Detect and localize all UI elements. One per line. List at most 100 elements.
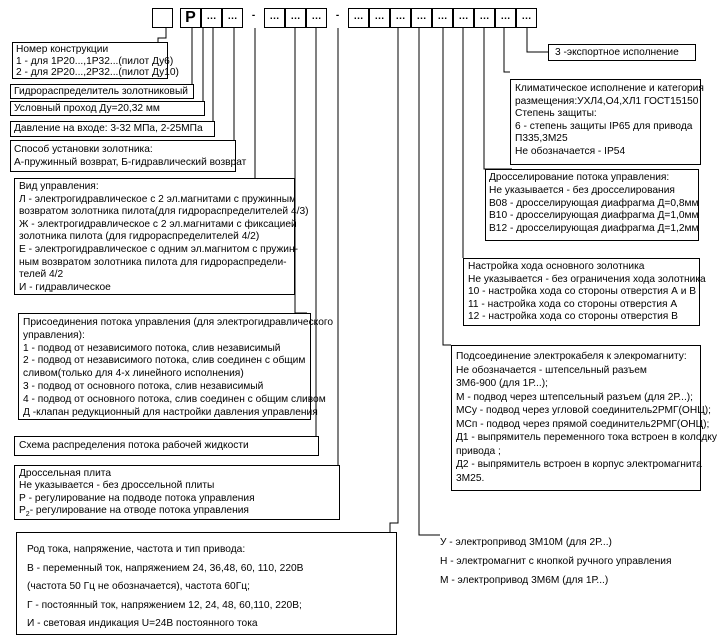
design-title: Номер конструкции — [16, 44, 109, 55]
current-line-2: В - переменный ток, напряжением 24, 36,4… — [27, 562, 304, 574]
scheme-text: Схема распределения потока рабочей жидко… — [19, 440, 249, 451]
code-cell-10: … — [390, 8, 411, 28]
code-cell-12: … — [432, 8, 453, 28]
throttling-line-2: В08 - дросселирующая диафрагма Д=0,8мм — [489, 197, 699, 209]
stroke-line-3: 11 - настройка хода со стороны отверстия… — [468, 298, 678, 310]
connection-title: Присоединения потока управления (для эле… — [23, 317, 334, 328]
box-throttle-plate: Дроссельная плита Не указывается - без д… — [14, 465, 340, 520]
drive-list: У - электропривод 3М10М (для 2Р...) Н - … — [440, 533, 700, 590]
connection-line-7: Д -клапан редукционный для настройки дав… — [23, 406, 318, 418]
control-line-3: Ж - электрогидравлическое с 2 эл.магнита… — [19, 218, 297, 230]
stroke-title: Настройка хода основного золотника — [468, 261, 645, 272]
throttling-line-4: В12 - дросселирующая диафрагма Д=1,2мм — [489, 223, 699, 235]
current-line-1: Род тока, напряжение, частота и тип прив… — [27, 544, 246, 555]
bore-text: Условный проход Ду=20,32 мм — [14, 103, 160, 114]
connection-line-5: 3 - подвод от основного потока, слив нез… — [23, 380, 264, 392]
cable-line-2: 3М6-900 (для 1Р...); — [456, 378, 548, 389]
control-line-2: возвратом золотника пилота(для гидрорасп… — [19, 206, 309, 218]
design-line-1: 1 - для 1Р20...,1Р32...(пилот Ду6) — [16, 55, 174, 67]
pressure-text: Давление на входе: 3-32 МПа, 2-25МПа — [14, 123, 203, 134]
throttle-plate-line-3: Р2- регулирование на отводе потока управ… — [19, 505, 335, 521]
climate-line-3: Степень защиты: — [515, 108, 597, 120]
code-cell-7: … — [306, 8, 327, 28]
code-dash-1: - — [243, 8, 264, 28]
throttle-plate-line-2: Р - регулирование на подводе потока упра… — [19, 492, 255, 504]
valve-type-text: Гидрораспределитель золотниковый — [14, 86, 188, 97]
current-line-5: И - световая индикация U=24В постоянного… — [27, 618, 258, 630]
box-control-connection: Присоединения потока управления (для эле… — [18, 313, 334, 420]
climate-line-1: Климатическое исполнение и категория — [515, 83, 704, 94]
leader-design — [157, 28, 167, 42]
code-cell-4: … — [222, 8, 243, 28]
code-cell-6: … — [285, 8, 306, 28]
control-line-4: золотника пилота (для гидрораспределител… — [19, 231, 260, 243]
box-current-type: Род тока, напряжение, частота и тип прив… — [16, 532, 397, 635]
cable-line-1: Не обозначается - штепсельный разъем — [456, 364, 647, 376]
control-line-5: Е - электрогидравлическое с одним эл.маг… — [19, 243, 298, 255]
code-cell-8: … — [348, 8, 369, 28]
box-export: 3 -экспортное исполнение — [548, 44, 696, 61]
box-pressure: Давление на входе: 3-32 МПа, 2-25МПа — [10, 121, 215, 137]
box-climate: Климатическое исполнение и категория раз… — [510, 79, 704, 165]
code-cell-1 — [152, 8, 173, 28]
throttle-plate-title: Дроссельная плита — [19, 468, 112, 479]
export-text: 3 -экспортное исполнение — [555, 47, 679, 58]
leader-cable — [442, 28, 451, 346]
design-line-2: 2 - для 2Р20...,2Р32...(пилот Ду10) — [16, 67, 179, 78]
leader-connection — [294, 28, 307, 314]
current-line-3: (частота 50 Гц не обозначается), частота… — [27, 581, 250, 593]
stroke-line-4: 12 - настройка хода со стороны отверстия… — [468, 311, 678, 323]
code-cell-16: … — [516, 8, 537, 28]
control-title: Вид управления: — [19, 181, 99, 192]
climate-line-4: 6 - степень защиты IP65 для привода — [515, 120, 693, 132]
cable-line-3: М - подвод через штепсельный разъем (для… — [456, 391, 693, 403]
cable-line-6: Д1 - выпрямитель переменного тока встрое… — [456, 432, 717, 443]
climate-line-2: размещения:УХЛ4,О4,ХЛ1 ГОСТ15150 — [515, 95, 699, 107]
code-cell-14: … — [474, 8, 495, 28]
box-spool-setting: Способ установки золотника: А-пружинный … — [10, 140, 246, 172]
cable-title: Подсоединение электрокабеля к элекромагн… — [456, 351, 687, 362]
stroke-line-2: 10 - настройка хода со стороны отверстия… — [468, 286, 697, 298]
box-valve-type: Гидрораспределитель золотниковый — [10, 84, 194, 99]
throttle-plate-line-3-rest: - регулирование на отводе потока управле… — [29, 505, 249, 517]
connection-line-3: 2 - подвод от независимого потока, слив … — [23, 355, 306, 367]
code-cell-2: Р — [180, 8, 201, 28]
code-cell-9: … — [369, 8, 390, 28]
cable-line-5: МСп - подвод через прямой соединитель2РМ… — [456, 418, 710, 430]
box-cable-connection: Подсоединение электрокабеля к элекромагн… — [451, 345, 717, 491]
control-line-8: И - гидравлическое — [19, 281, 111, 293]
code-cell-13: … — [453, 8, 474, 28]
leader-current — [389, 28, 399, 532]
leader-export — [526, 28, 548, 53]
leader-climate — [503, 28, 510, 73]
drive-line-1: У - электропривод 3М10М (для 2Р...) — [440, 537, 612, 548]
connection-line-4: сливом(только для 4-х линейного исполнен… — [23, 368, 244, 380]
climate-line-5: П335,3М25 — [515, 133, 568, 145]
box-stroke-setting: Настройка хода основного золотника Не ук… — [463, 258, 706, 326]
throttling-line-1: Не указывается - без дросселирования — [489, 184, 675, 196]
current-line-4: Г - постоянный ток, напряжением 12, 24, … — [27, 599, 302, 611]
box-flow-scheme: Схема распределения потока рабочей жидко… — [14, 436, 319, 456]
code-cell-15: … — [495, 8, 516, 28]
code-cell-5: … — [264, 8, 285, 28]
throttle-plate-line-3-main: Р — [19, 505, 26, 517]
box-control-type: Вид управления: Л - электрогидравлическо… — [14, 178, 309, 295]
cable-line-4: МСу - подвод через угловой соединитель2Р… — [456, 405, 711, 416]
connection-line-2: 1 - подвод от независимого потока, слив … — [23, 342, 281, 354]
code-dash-2: - — [327, 8, 348, 28]
drive-line-2: Н - электромагнит с кнопкой ручного упра… — [440, 556, 672, 567]
control-line-6: ным возвратом золотника пилота для гидро… — [19, 256, 287, 268]
stroke-line-1: Не указывается - без ограничения хода зо… — [468, 273, 706, 285]
leader-drive — [418, 28, 440, 536]
climate-line-6: Не обозначается - IP54 — [515, 145, 626, 157]
leader-throttling — [483, 28, 512, 170]
code-cell-3: … — [201, 8, 222, 28]
connection-line-1: управления): — [23, 329, 85, 341]
drive-line-3: М - электропривод 3М6М (для 1Р...) — [440, 575, 609, 586]
control-line-7: телей 4/2 — [19, 269, 64, 281]
box-bore: Условный проход Ду=20,32 мм — [10, 101, 205, 116]
spool-title: Способ установки золотника: — [14, 144, 153, 155]
throttling-line-3: В10 - дросселирующая диафрагма Д=1,0мм — [489, 210, 699, 222]
throttling-title: Дросселирование потока управления: — [489, 172, 670, 183]
code-cell-11: … — [411, 8, 432, 28]
